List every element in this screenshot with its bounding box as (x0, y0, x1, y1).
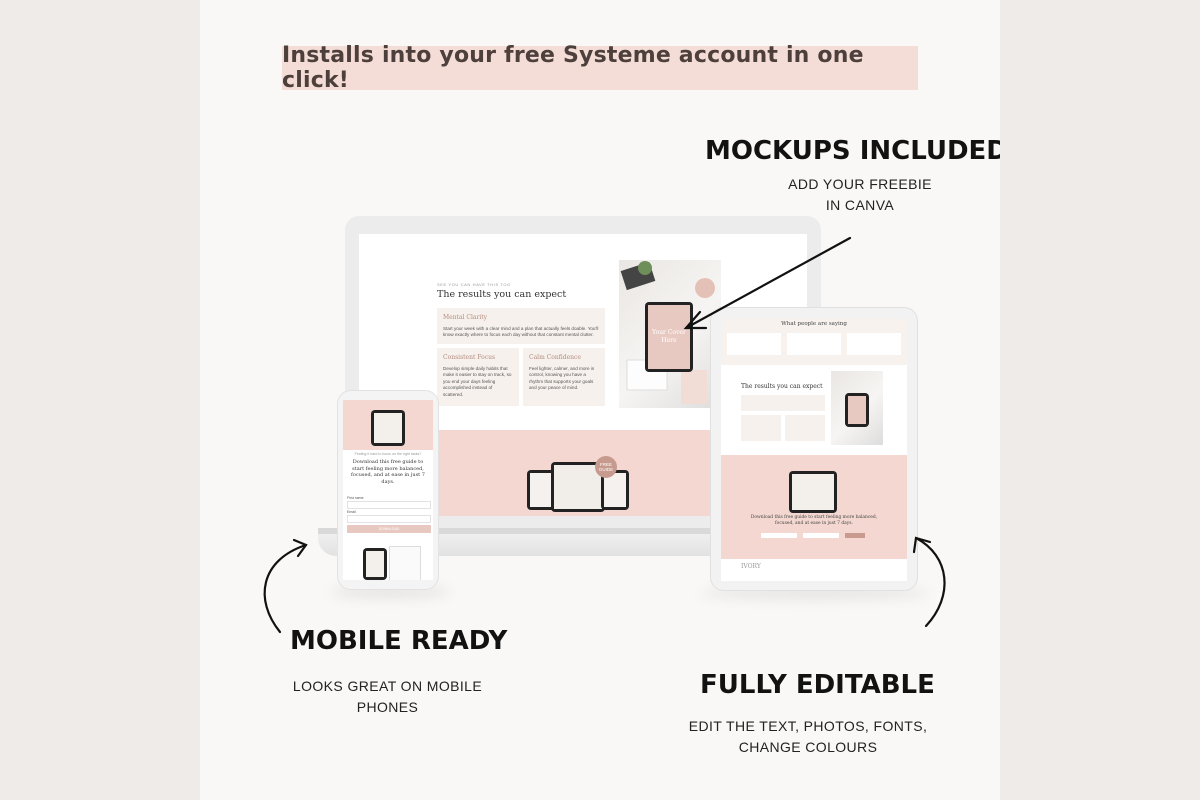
phone-screen: Finding it hard to focus on the right ta… (343, 400, 433, 580)
tablet-screen: What people are saying The results you c… (721, 319, 907, 581)
mobile-arrow (263, 538, 308, 634)
card-title: Calm Confidence (529, 354, 581, 361)
mockups-line2: IN CANVA (825, 197, 895, 213)
editable-arrow (912, 536, 946, 628)
tablet-card (741, 395, 825, 411)
mockups-title: MOCKUPS INCLUDED (705, 136, 1000, 166)
laptop-heading: The results you can expect (437, 289, 567, 300)
tablet-card (785, 415, 825, 441)
card-title: Consistent Focus (443, 354, 496, 361)
phone-question: Finding it hard to focus on the right ta… (354, 452, 422, 456)
mini-tablet (363, 548, 387, 580)
cover-tablet (845, 393, 869, 427)
banner-text: Installs into your free Systeme account … (282, 43, 864, 93)
tablet-mockup: What people are saying The results you c… (710, 307, 918, 591)
editable-line1: EDIT THE TEXT, PHOTOS, FONTS, (688, 718, 928, 734)
testimonial-card (727, 333, 781, 355)
editable-title: FULLY EDITABLE (700, 670, 935, 700)
headline-banner: Installs into your free Systeme account … (282, 43, 918, 93)
phone-headline: Download this free guide to start feelin… (351, 459, 425, 485)
testimonial-card (847, 333, 901, 355)
mini-tablet (527, 470, 555, 510)
tablet-heading: The results you can expect (741, 383, 823, 390)
card-body: Feel lighter, calmer, and more in contro… (529, 366, 595, 391)
tablet-email-input[interactable] (803, 533, 839, 538)
mockups-subtitle: ADD YOUR FREEBIE IN CANVA (760, 174, 960, 216)
card-mental-clarity: Mental Clarity Start your week with a cl… (437, 308, 605, 344)
card-body: Start your week with a clear mind and a … (443, 326, 599, 338)
card-consistent-focus: Consistent Focus Develop simple daily ha… (437, 348, 519, 406)
tablet-card (741, 415, 781, 441)
tablet-desk-photo (831, 371, 883, 445)
mockups-line1: ADD YOUR FREEBIE (788, 176, 932, 192)
phone-hero (343, 400, 433, 450)
phone-mockup: Finding it hard to focus on the right ta… (337, 390, 439, 590)
card-calm-confidence: Calm Confidence Feel lighter, calmer, an… (523, 348, 605, 406)
promo-canvas: Installs into your free Systeme account … (200, 0, 1000, 800)
tablet-brand: IVORY (741, 563, 761, 570)
mini-tablet (371, 410, 405, 446)
phone-download-button[interactable]: DOWNLOAD (347, 525, 431, 533)
editable-line2: CHANGE COLOURS (738, 739, 878, 755)
mini-tablet (789, 471, 837, 513)
mobile-line2: PHONES (356, 699, 419, 715)
tablet-name-input[interactable] (761, 533, 797, 538)
mobile-title: MOBILE READY (290, 626, 508, 656)
arrows-layer (263, 236, 946, 634)
card-title: Mental Clarity (443, 314, 488, 321)
mobile-line1: LOOKS GREAT ON MOBILE (292, 678, 483, 694)
free-guide-badge: FREE GUIDE (595, 456, 617, 478)
tablet-submit-button[interactable] (845, 533, 865, 538)
phone-first-name-label: First name (347, 496, 364, 500)
desk-photo: Your Cover Here (619, 260, 721, 408)
mockups-arrow (683, 236, 852, 330)
testimonials-heading: What people are saying (781, 321, 847, 327)
cover-text: Your Cover Here (648, 305, 690, 369)
guide-pages (389, 546, 421, 580)
phone-first-name-input[interactable] (347, 501, 431, 509)
mobile-subtitle: LOOKS GREAT ON MOBILE PHONES (270, 676, 505, 718)
testimonial-card (787, 333, 841, 355)
phone-email-input[interactable] (347, 515, 431, 523)
mini-tablet (551, 462, 605, 512)
phone-email-label: Email (347, 510, 356, 514)
testimonials-section: What people are saying (721, 319, 907, 365)
card-body: Develop simple daily habits that make it… (443, 366, 512, 397)
editable-subtitle: EDIT THE TEXT, PHOTOS, FONTS, CHANGE COL… (668, 716, 948, 758)
cover-tablet: Your Cover Here (645, 302, 693, 372)
tablet-pink-section: Download this free guide to start feelin… (721, 455, 907, 559)
desk-decor (620, 261, 715, 404)
laptop-eyebrow: SEE YOU CAN HAVE THIS TOO (437, 282, 511, 287)
tablet-cta: Download this free guide to start feelin… (750, 515, 878, 526)
laptop-keyboard-edge (318, 528, 848, 534)
